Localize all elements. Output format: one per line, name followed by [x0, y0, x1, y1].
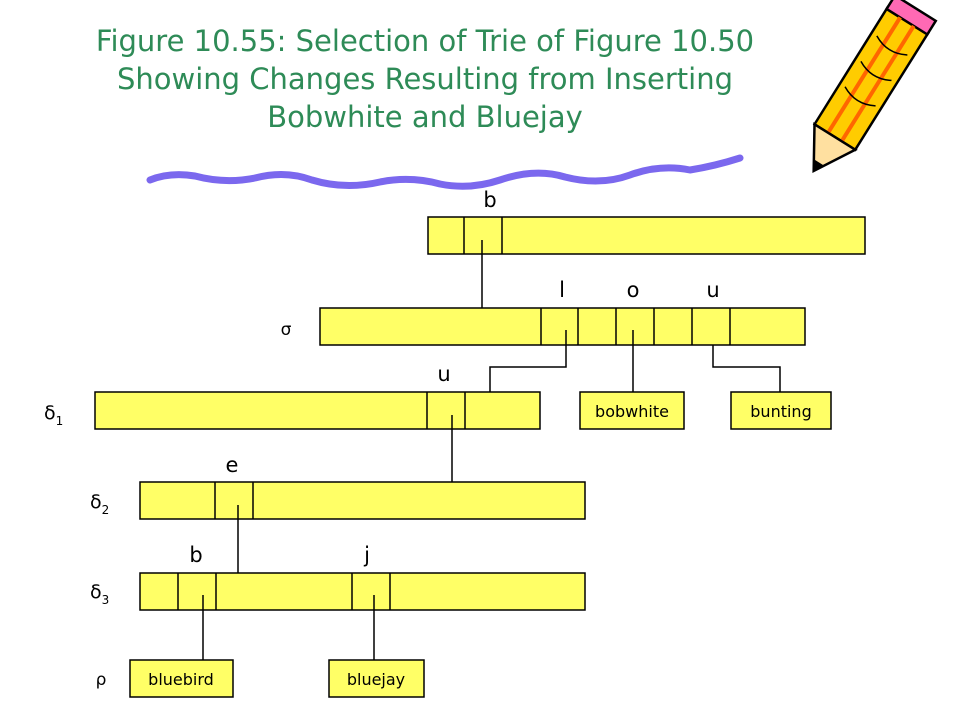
delta1-node [94, 391, 541, 430]
leaf-bunting: bunting [730, 391, 832, 430]
root-letter: b [483, 188, 496, 212]
squiggle-decoration [146, 154, 744, 190]
root-node [427, 216, 866, 255]
leaf-bobwhite: bobwhite [579, 391, 685, 430]
leaf-bluejay-label: bluejay [347, 670, 405, 689]
rho-label: ρ [96, 670, 107, 690]
leaf-bunting-label: bunting [750, 402, 811, 421]
sigma-letter-o: o [627, 278, 640, 302]
delta1-letter: u [437, 362, 450, 386]
delta3-letter-b: b [189, 543, 202, 567]
delta2-letter: e [226, 453, 239, 477]
delta2-node [139, 481, 586, 520]
delta2-label: δ2 [90, 491, 109, 517]
delta1-label: δ1 [44, 402, 63, 428]
sigma-letter-l: l [559, 278, 565, 302]
leaf-bluejay: bluejay [328, 659, 425, 698]
title-line-1: Figure 10.55: Selection of Trie of Figur… [95, 24, 755, 58]
title-line-3: Bobwhite and Bluejay [267, 100, 583, 134]
pencil-icon [812, 0, 938, 174]
edge-sigma-u-bunting [712, 345, 781, 392]
sigma-node [319, 307, 806, 346]
leaf-bluebird-label: bluebird [148, 670, 214, 689]
leaf-bluebird: bluebird [129, 659, 234, 698]
title-line-2: Showing Changes Resulting from Inserting [116, 62, 734, 96]
delta3-node [139, 572, 586, 611]
sigma-letter-u: u [706, 278, 719, 302]
sigma-label: σ [281, 320, 292, 340]
delta3-letter-j: j [363, 543, 370, 567]
slide-title: Figure 10.55: Selection of Trie of Figur… [40, 22, 810, 136]
edge-sigma-l-delta1 [489, 330, 567, 392]
delta3-label: δ3 [90, 581, 109, 607]
leaf-bobwhite-label: bobwhite [595, 402, 669, 421]
